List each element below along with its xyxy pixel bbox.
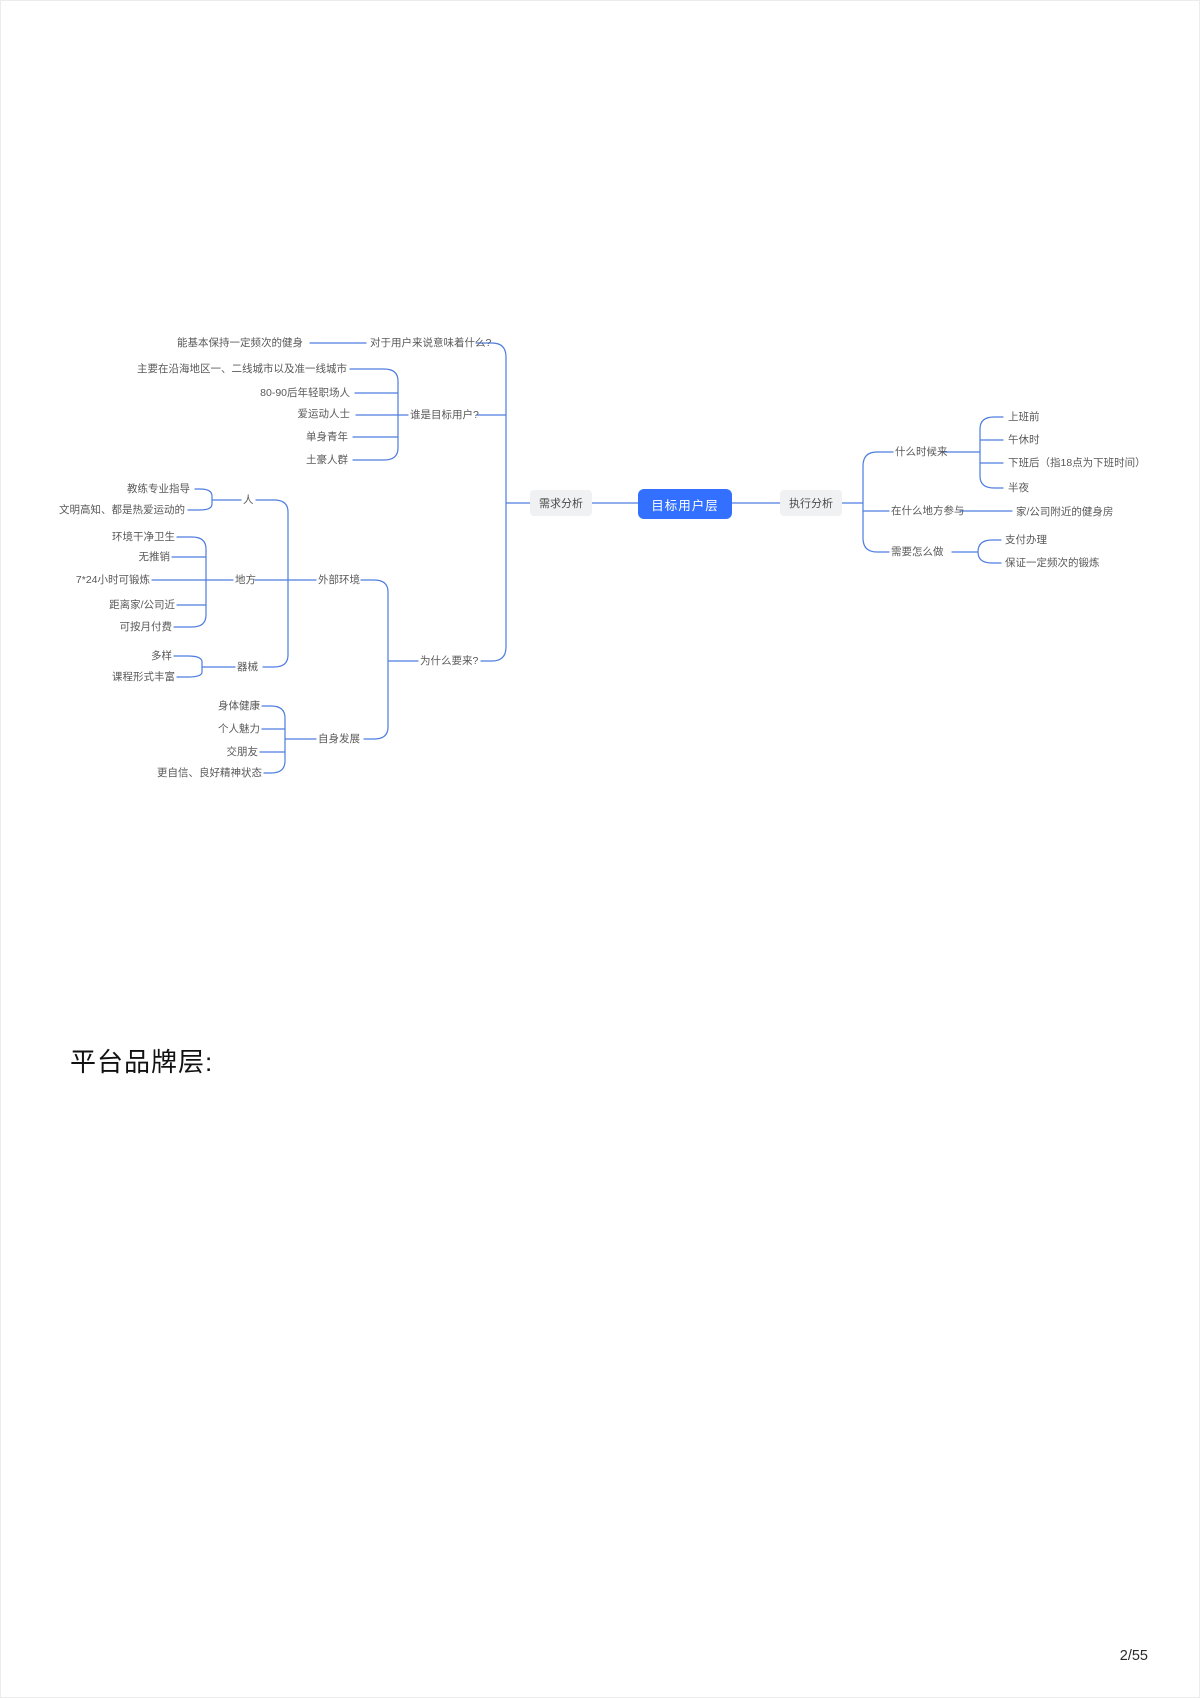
connector-how (951, 539, 1002, 564)
node-equipment: 器械 (237, 661, 258, 673)
node-execution-analysis: 执行分析 (780, 490, 842, 516)
node-needs-analysis: 需求分析 (530, 490, 592, 516)
leaf-personal-charm: 个人魅力 (218, 723, 260, 735)
leaf-midnight: 半夜 (1008, 482, 1029, 494)
leaf-diverse: 多样 (151, 650, 172, 662)
node-self-development: 自身发展 (318, 733, 360, 745)
connector-self-dev (259, 705, 317, 774)
leaf-coastal-cities: 主要在沿海地区一、二线城市以及准一线城市 (137, 363, 347, 375)
page-number: 2/55 (1119, 1648, 1148, 1664)
leaf-no-sales-pitch: 无推销 (138, 551, 171, 563)
connector-when (940, 416, 1004, 489)
node-people: 人 (243, 494, 254, 506)
leaf-make-friends: 交朋友 (226, 746, 259, 758)
leaf-before-work: 上班前 (1008, 411, 1040, 423)
leaf-more-confidence: 更自信、良好精神状态 (157, 767, 262, 779)
connector-target-user (349, 368, 409, 461)
leaf-single-youth: 单身青年 (306, 431, 348, 443)
connector-equipment (173, 655, 236, 678)
leaf-sports-lovers: 爱运动人士 (297, 408, 351, 420)
leaf-wealthy-group: 土豪人群 (306, 454, 348, 466)
node-where-participate: 在什么地方参与 (891, 505, 965, 517)
connector-exec-trunk (862, 451, 894, 553)
connector-why-come (360, 579, 419, 740)
leaf-coach-guidance: 教练专业指导 (127, 483, 190, 495)
leaf-near-home-office: 距离家/公司近 (109, 599, 175, 611)
leaf-payment-processing: 支付办理 (1005, 534, 1047, 546)
connector-needs-trunk (475, 342, 531, 662)
connector-place (151, 536, 234, 628)
mindmap-connectors (151, 342, 1013, 774)
node-meaning-for-users: 对于用户来说意味着什么? (370, 337, 492, 349)
leaf-lunch-break: 午休时 (1008, 434, 1040, 446)
leaf-after-work: 下班后（指18点为下班时间） (1008, 457, 1146, 469)
leaf-clean-environment: 环境干净卫生 (112, 531, 175, 543)
mindmap-canvas: 能基本保持一定频次的健身 对于用户来说意味着什么? 主要在沿海地区一、二线城市以… (59, 337, 1146, 779)
node-what-to-do: 需要怎么做 (891, 546, 944, 558)
connector-external-env (254, 499, 317, 668)
node-who-target-users: 谁是目标用户? (410, 409, 479, 421)
leaf-gym-near-home: 家/公司附近的健身房 (1016, 506, 1114, 518)
leaf-civilized-sports-lovers: 文明高知、都是热爱运动的 (59, 504, 185, 516)
connector-people (187, 488, 242, 511)
leaf-keep-fitness-frequency: 能基本保持一定频次的健身 (177, 337, 303, 349)
leaf-rich-course-forms: 课程形式丰富 (112, 671, 175, 683)
leaf-24h-training: 7*24小时可锻炼 (75, 574, 150, 586)
leaf-monthly-payment: 可按月付费 (119, 621, 173, 633)
section-heading: 平台品牌层: (70, 1047, 214, 1077)
node-why-come: 为什么要来? (420, 655, 479, 667)
leaf-physical-health: 身体健康 (218, 700, 260, 712)
leaf-young-professionals: 80-90后年轻职场人 (260, 387, 350, 399)
node-external-environment: 外部环境 (318, 574, 360, 586)
leaf-ensure-frequency: 保证一定频次的锻炼 (1005, 557, 1100, 569)
node-place: 地方 (235, 574, 256, 586)
node-when-come: 什么时候来 (895, 446, 948, 458)
node-root-target-user-layer: 目标用户层 (638, 489, 732, 519)
